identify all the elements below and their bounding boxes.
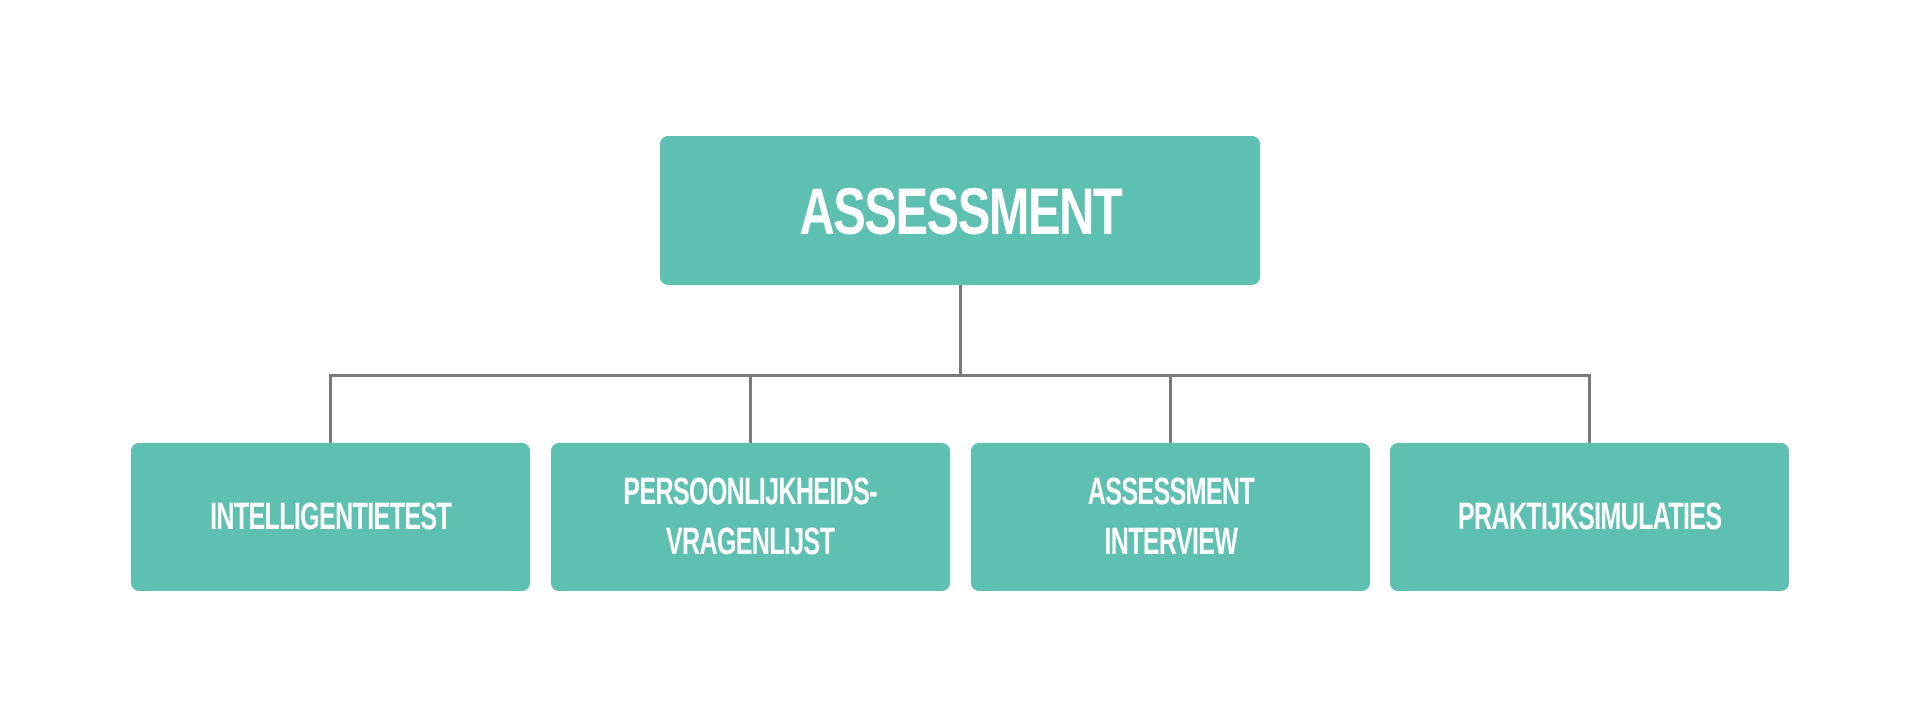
node-label: PERSOONLIJKHEIDS- VRAGENLIJST <box>623 471 878 563</box>
node-persoonlijkheidsvragenlijst: PERSOONLIJKHEIDS- VRAGENLIJST <box>551 443 950 591</box>
node-assessment-root: ASSESSMENT <box>660 136 1260 285</box>
connector-child-3 <box>1169 374 1172 443</box>
node-intelligentietest: INTELLIGENTIETEST <box>131 443 530 591</box>
connector-child-4 <box>1588 374 1591 443</box>
node-label: PRAKTIJKSIMULATIES <box>1457 496 1722 538</box>
connector-child-1 <box>329 374 332 443</box>
connector-horizontal-bar <box>329 374 1591 377</box>
connector-child-2 <box>749 374 752 443</box>
connector-root-stem <box>959 285 962 376</box>
node-label: INTELLIGENTIETEST <box>210 496 452 538</box>
node-praktijksimulaties: PRAKTIJKSIMULATIES <box>1390 443 1789 591</box>
node-assessment-interview: ASSESSMENT INTERVIEW <box>971 443 1370 591</box>
node-label: ASSESSMENT <box>799 173 1122 248</box>
node-label: ASSESSMENT INTERVIEW <box>1087 471 1254 563</box>
